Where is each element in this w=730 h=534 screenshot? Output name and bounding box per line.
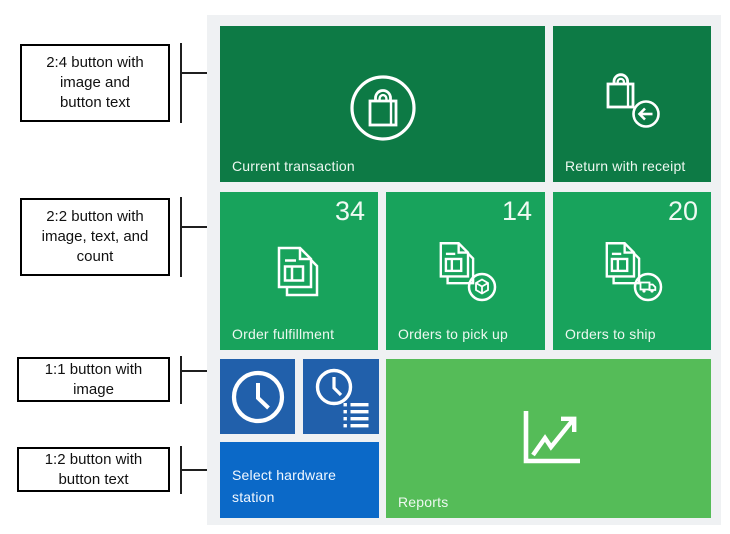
tile-label: Order fulfillment [232, 326, 335, 342]
callout-leader-line [182, 72, 230, 74]
trending-line-chart-icon [514, 405, 584, 469]
clock-icon [229, 368, 287, 426]
annotation-line: image [73, 380, 114, 398]
tile-order-fulfillment[interactable]: 34 Order fulfillment [220, 192, 378, 350]
tile-count: 14 [501, 196, 532, 226]
tile-label: Reports [398, 494, 449, 510]
tile-label: Return with receipt [565, 158, 686, 174]
callout-leader-line [182, 226, 229, 228]
annotation-2-2-button: 2:2 button with image, text, and count [20, 198, 170, 276]
tiles-panel: Current transaction Return with receipt … [207, 15, 721, 525]
annotation-line: button text [59, 94, 131, 111]
callout-tick-line [180, 356, 182, 404]
callout-tick-line [180, 197, 182, 277]
annotation-2-4-button: 2:4 button with image and button text [20, 44, 170, 122]
tile-label: Current transaction [232, 158, 355, 174]
tile-select-hardware-station[interactable]: Select hardware station [220, 442, 379, 518]
annotation-1-2-button: 1:2 button with button text [17, 447, 170, 492]
order-documents-with-package-icon [434, 239, 498, 303]
tile-count: 20 [667, 196, 698, 226]
tile-count: 34 [334, 196, 365, 226]
clock-with-list-icon [310, 366, 372, 428]
tile-orders-to-pick-up[interactable]: 14 Orders to pick up [386, 192, 545, 350]
annotation-1-1-button: 1:1 button with image [17, 357, 170, 402]
annotation-line: count [76, 248, 114, 265]
annotation-line: 2:2 button with [46, 208, 144, 225]
stacked-order-documents-icon [271, 243, 327, 303]
shopping-bag-in-circle-icon [348, 72, 418, 142]
annotation-line: button text [58, 470, 129, 488]
tile-reports[interactable]: Reports [386, 359, 711, 518]
tile-label: Orders to ship [565, 326, 656, 342]
callout-tick-line [180, 43, 182, 123]
shopping-bag-with-return-arrow-icon [603, 69, 661, 131]
annotation-line: 1:2 button with [44, 450, 143, 468]
annotation-line: image and [59, 74, 131, 91]
tile-orders-to-ship[interactable]: 20 Orde [553, 192, 711, 350]
annotation-line: 1:1 button with [44, 360, 143, 378]
callout-leader-line [182, 469, 229, 471]
annotation-line: 2:4 button with [46, 54, 144, 71]
tile-return-with-receipt[interactable]: Return with receipt [553, 26, 711, 182]
annotation-line: image, text, and [41, 228, 149, 245]
tile-label: Select hardware station [232, 467, 337, 505]
callout-leader-line [182, 370, 229, 372]
tile-label: Orders to pick up [398, 326, 508, 342]
tile-current-transaction[interactable]: Current transaction [220, 26, 545, 182]
tile-clock[interactable] [220, 359, 295, 434]
order-documents-with-truck-icon [600, 239, 664, 303]
tile-clock-list[interactable] [303, 359, 379, 434]
callout-tick-line [180, 446, 182, 494]
